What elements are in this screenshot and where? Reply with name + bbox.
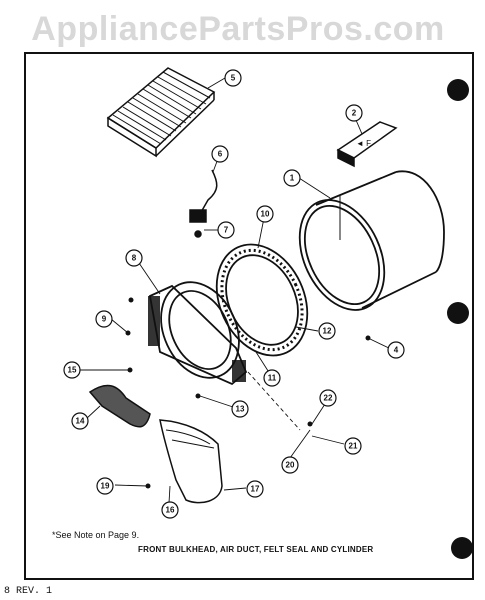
callout-11 <box>263 369 281 387</box>
lint-screen <box>106 67 216 158</box>
drum-cylinder <box>298 170 445 311</box>
figure-caption: FRONT BULKHEAD, AIR DUCT, FELT SEAL AND … <box>138 545 374 554</box>
callout-label: 4 <box>394 346 399 355</box>
callout-label: 2 <box>352 109 357 118</box>
callout-8 <box>125 249 143 267</box>
callout-label: 16 <box>166 506 175 515</box>
callout-label: 12 <box>323 327 332 336</box>
callout-label: 19 <box>101 482 110 491</box>
callout-5 <box>224 69 242 87</box>
callout-label: 10 <box>261 210 270 219</box>
callout-label: 17 <box>251 485 260 494</box>
callout-4 <box>387 341 405 359</box>
callout-7 <box>217 221 235 239</box>
callout-1 <box>283 169 301 187</box>
callouts <box>63 69 405 519</box>
callout-label: 8 <box>132 254 137 263</box>
svg-text:◄ F: ◄ F <box>356 139 371 148</box>
callout-13 <box>231 400 249 418</box>
callout-16 <box>161 501 179 519</box>
sensor-assembly <box>189 169 218 238</box>
callout-12 <box>318 322 336 340</box>
callout-label: 7 <box>224 226 229 235</box>
footnote: *See Note on Page 9. <box>52 530 140 540</box>
callout-label: 21 <box>349 442 358 451</box>
callout-label: 22 <box>324 394 333 403</box>
callout-label: 9 <box>102 315 107 324</box>
leader-lines <box>80 77 394 504</box>
callout-labels: 1 2 4 5 6 7 8 9 10 11 12 13 14 15 16 17 … <box>68 74 399 515</box>
front-bulkhead <box>148 281 248 386</box>
callout-6 <box>211 145 229 163</box>
callout-label: 11 <box>268 374 277 383</box>
callout-21 <box>344 437 362 455</box>
lint-duct <box>88 384 151 428</box>
callout-17 <box>246 480 264 498</box>
callout-22 <box>319 389 337 407</box>
page-label: 8 REV. 1 <box>4 586 53 597</box>
callout-label: 1 <box>290 174 295 183</box>
callout-label: 20 <box>286 461 295 470</box>
callout-label: 14 <box>76 417 85 426</box>
callout-10 <box>256 205 274 223</box>
callout-label: 5 <box>231 74 236 83</box>
callout-label: 13 <box>236 405 245 414</box>
binder-hole <box>447 79 469 101</box>
callout-19 <box>96 477 114 495</box>
arrow-label: ◄ F <box>336 121 398 168</box>
callout-2 <box>345 104 363 122</box>
air-duct <box>159 419 223 504</box>
callout-label: 6 <box>218 150 223 159</box>
callout-label: 15 <box>68 366 77 375</box>
callout-9 <box>95 310 113 328</box>
callout-14 <box>71 412 89 430</box>
callout-15 <box>63 361 81 379</box>
callout-20 <box>281 456 299 474</box>
binder-hole <box>451 537 473 559</box>
binder-hole <box>447 302 469 324</box>
page-border <box>24 52 474 580</box>
watermark: AppliancePartsPros.com <box>31 10 445 48</box>
